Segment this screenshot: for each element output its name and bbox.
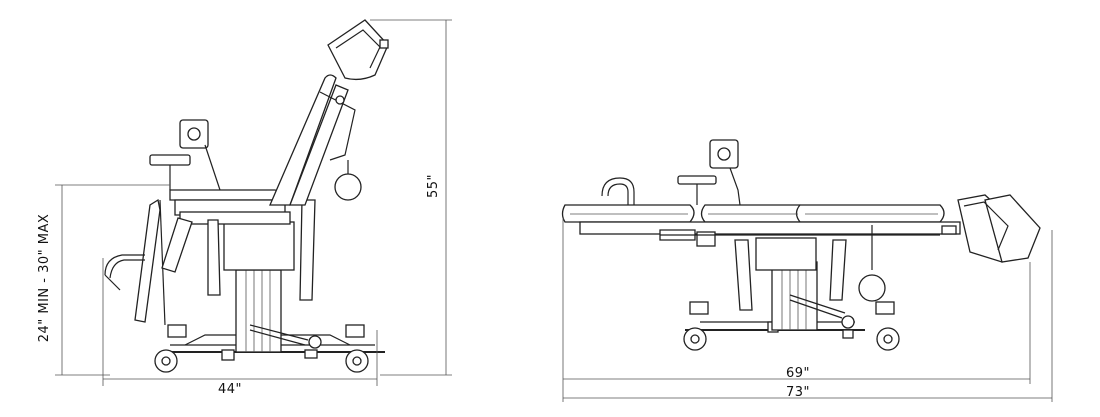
dim-width-reclined: 44"	[218, 382, 242, 397]
leg-rest	[104, 198, 166, 326]
lift-column	[223, 221, 309, 353]
caster-wheel-right-flat	[875, 301, 900, 351]
dim-overall-height-line	[370, 19, 452, 376]
dim-height-range-line	[55, 184, 170, 376]
dim-flat-length-inner-line	[563, 262, 1031, 384]
seat-cushion	[169, 189, 291, 225]
chair-flat-view	[561, 139, 1041, 351]
dim-height-range: 24" MIN - 30" MAX	[37, 214, 52, 343]
dim-flat-length-inner: 69"	[786, 366, 810, 381]
backrest	[269, 74, 362, 206]
dim-width-reclined-line	[102, 258, 378, 386]
flat-cushions	[561, 204, 961, 235]
caster-wheel-left	[154, 324, 187, 373]
arm-support	[149, 119, 221, 191]
dim-flat-length-outer: 73"	[786, 385, 810, 400]
chair-seated-view	[104, 19, 389, 373]
caster-wheel-right	[345, 324, 369, 373]
caster-wheel-left-flat	[683, 301, 709, 351]
headrest	[327, 19, 389, 81]
dim-flat-length-outer-line	[562, 218, 1053, 402]
headrest-flat	[941, 194, 1041, 263]
dim-overall-height: 55"	[426, 174, 441, 198]
